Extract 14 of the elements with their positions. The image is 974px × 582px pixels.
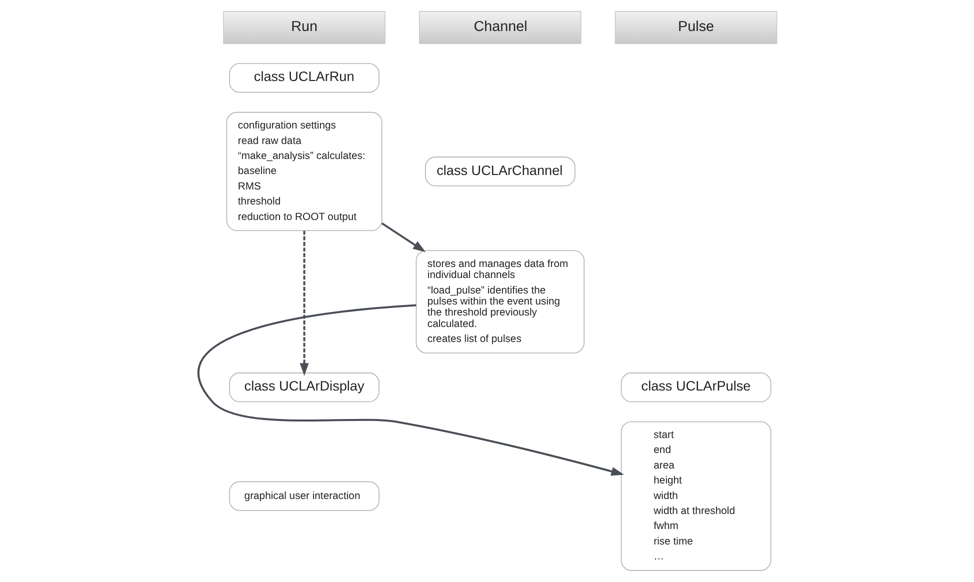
node-box: class UCLArDisplay [228,372,379,402]
arrow [197,304,624,476]
node-box: Channel [418,11,581,44]
node-box: graphical user interaction [228,481,379,511]
node-box: configuration settings read raw data “make_analysis” calculates: baseline RMS threshold reduction to ROOT output [226,112,382,232]
arrow [380,222,426,252]
node-box: Pulse [614,11,777,44]
node-box: stores and manages data from individual channels “load_pulse” identifies the pulses within the event using the threshold previously calculated. creates list of pulses [415,250,584,354]
node-box: start end area height width width at threshold fwhm rise time … [620,421,771,571]
node-box: Run [222,11,385,44]
node-box: class UCLArRun [228,63,379,93]
node-box: class UCLArChannel [424,156,575,186]
arrow [299,230,308,376]
node-box: class UCLArPulse [620,372,771,402]
